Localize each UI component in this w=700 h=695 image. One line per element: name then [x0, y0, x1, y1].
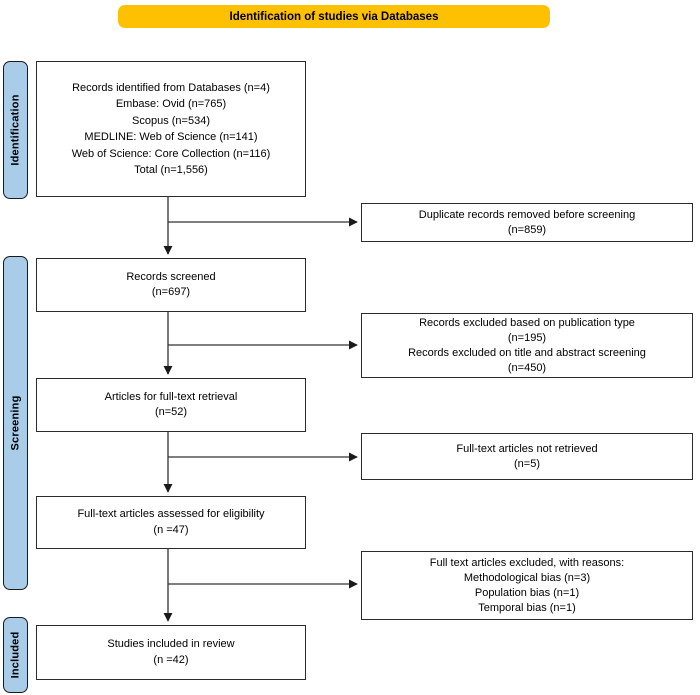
box-text-line: Records excluded on title and abstract s…	[408, 346, 646, 359]
box-text-line: Full text articles excluded, with reason…	[429, 556, 625, 569]
box-text-line: Embase: Ovid (n=765)	[115, 98, 227, 110]
stage-included: Included	[3, 617, 28, 693]
flow-box-fulltext-assessed: Full-text articles assessed for eligibil…	[36, 496, 306, 549]
title-banner-label: Identification of studies via Databases	[229, 10, 439, 23]
box-text-line: (n=450)	[507, 361, 547, 374]
title-banner: Identification of studies via Databases	[118, 5, 550, 28]
box-text-line: Studies included in review	[107, 638, 235, 650]
box-text-line: Records excluded based on publication ty…	[419, 316, 635, 329]
stage-identification: Identification	[3, 61, 28, 199]
box-text-line: Full-text articles assessed for eligibil…	[77, 508, 265, 520]
box-text-line: (n=5)	[514, 457, 540, 470]
flow-box-records-identified: Records identified from Databases (n=4) …	[36, 61, 306, 197]
box-text-line: Total (n=1,556)	[134, 164, 208, 176]
box-text-line: (n =42)	[153, 653, 189, 666]
box-text-line: MEDLINE: Web of Science (n=141)	[84, 131, 258, 143]
stage-identification-label: Identification	[9, 94, 22, 166]
box-text-line: Records identified from Databases (n=4)	[72, 81, 270, 94]
flow-box-articles-fulltext-retrieval: Articles for full-text retrieval (n=52)	[36, 378, 306, 432]
box-text-line: (n =47)	[153, 523, 189, 536]
flow-box-fulltext-not-retrieved: Full-text articles not retrieved (n=5)	[361, 433, 693, 480]
flow-box-records-excluded: Records excluded based on publication ty…	[361, 313, 693, 378]
stage-screening: Screening	[3, 256, 28, 590]
flow-box-fulltext-excluded: Full text articles excluded, with reason…	[361, 551, 693, 620]
box-text-line: Articles for full-text retrieval	[104, 390, 238, 403]
flow-box-duplicates-removed: Duplicate records removed before screeni…	[361, 203, 693, 242]
stage-included-label: Included	[9, 631, 22, 679]
box-text-line: Duplicate records removed before screeni…	[418, 209, 636, 221]
box-text-line: (n=859)	[507, 223, 547, 236]
box-text-line: Full-text articles not retrieved	[456, 442, 598, 455]
box-text-line: (n=52)	[154, 406, 188, 418]
box-text-line: Web of Science: Core Collection (n=116)	[71, 147, 271, 160]
box-text-line: (n=195)	[507, 331, 547, 344]
box-text-line: Temporal bias (n=1)	[478, 601, 576, 614]
box-text-line: Scopus (n=534)	[132, 114, 210, 127]
box-text-line: Methodological bias (n=3)	[463, 571, 591, 584]
box-text-line: Records screened	[126, 270, 216, 283]
flow-box-studies-included: Studies included in review (n =42)	[36, 625, 306, 680]
box-text-line: Population bias (n=1)	[474, 586, 580, 599]
stage-screening-label: Screening	[9, 395, 22, 451]
flow-box-records-screened: Records screened (n=697)	[36, 258, 306, 312]
box-text-line: (n=697)	[151, 286, 191, 298]
